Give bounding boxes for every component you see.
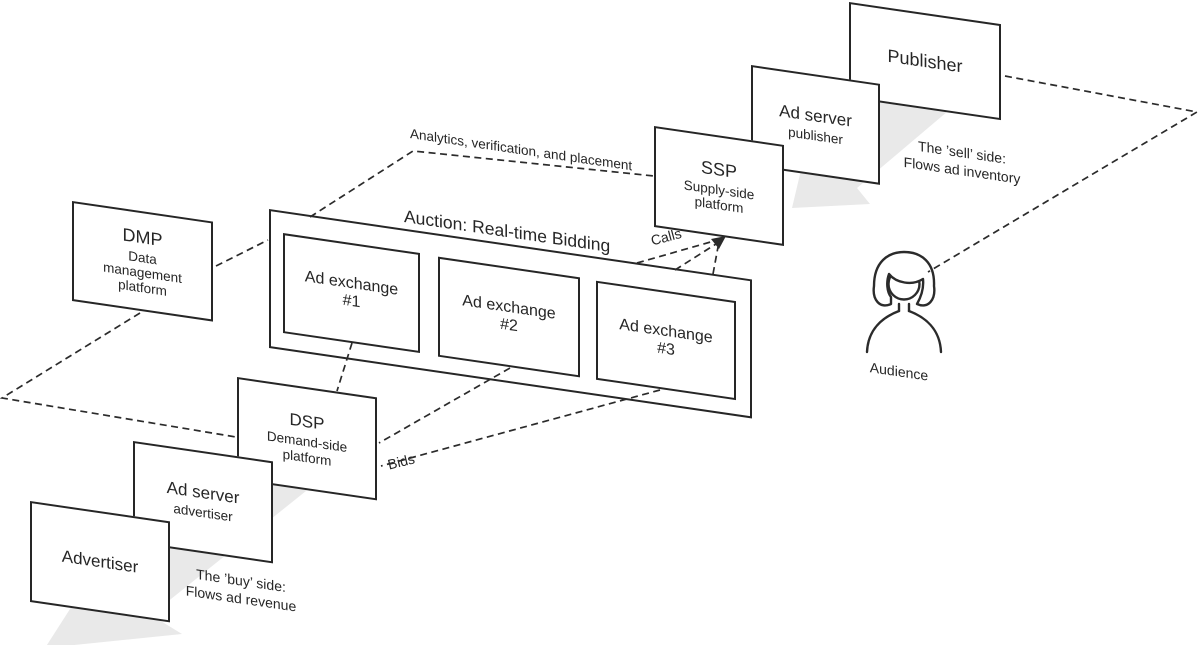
publisher-title: Publisher (887, 45, 963, 77)
analytics-edge-label: Analytics, verification, and placement (410, 126, 633, 174)
node-ad-exchange-3: Ad exchange #3 (596, 280, 736, 401)
advertiser-title: Advertiser (61, 546, 139, 577)
ad-exchange-2-title: Ad exchange #2 (462, 292, 556, 336)
node-advertiser: Advertiser (30, 501, 170, 623)
audience-label: Audience (869, 359, 929, 384)
calls-edge-label: Calls (649, 224, 684, 249)
dmp-title: DMP (122, 224, 163, 250)
edge-dmp-apex-dsp (0, 312, 237, 438)
node-dmp: DMP Data management platform (72, 201, 213, 322)
audience-icon (865, 250, 943, 354)
node-ad-exchange-1: Ad exchange #1 (283, 233, 420, 354)
buy-side-caption: The ’buy’ side: Flows ad revenue (185, 565, 297, 615)
calls-arrowhead-icon (711, 236, 726, 249)
edge-calls-3 (712, 246, 719, 275)
ssp-title: SSP (700, 156, 738, 182)
dmp-subtitle: Data management platform (103, 248, 182, 299)
edge-adx3-dsp-bids (380, 389, 661, 467)
ad-exchange-3-title: Ad exchange #3 (619, 315, 713, 359)
sell-side-caption: The ’sell’ side: Flows ad inventory (903, 137, 1021, 188)
ad-exchange-1-title: Ad exchange #1 (304, 268, 399, 312)
dsp-title: DSP (289, 410, 325, 435)
ssp-subtitle: Supply-side platform (683, 177, 755, 217)
dsp-subtitle: Demand-side platform (266, 428, 348, 469)
edge-dmp-auction (215, 239, 269, 267)
node-ad-exchange-2: Ad exchange #2 (438, 256, 580, 378)
edge-calls-2 (674, 243, 717, 271)
bids-edge-label: Bids (386, 450, 417, 473)
edge-calls-1 (636, 240, 715, 264)
